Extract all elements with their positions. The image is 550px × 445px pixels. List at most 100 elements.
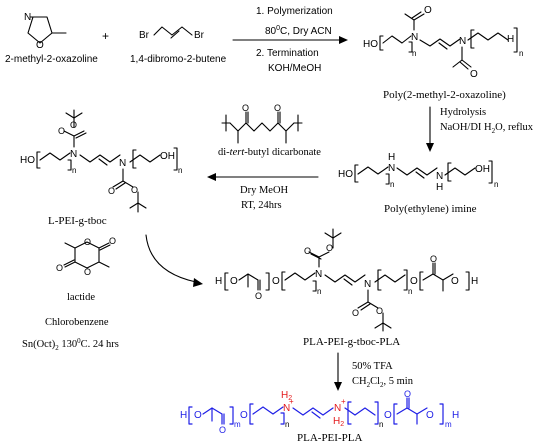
poly-oxazoline-o-top: O	[424, 5, 432, 16]
final-o-1: O	[194, 410, 202, 421]
lpei-oh: OH	[160, 151, 175, 162]
lpei-ho: HO	[20, 155, 35, 166]
step1-line3: 2. Termination	[256, 48, 319, 59]
lpei-sub-n-left: n	[72, 166, 76, 175]
pla-tboc-o-8: O	[410, 276, 418, 287]
curved-arrow	[145, 234, 197, 283]
dibromobutene-label: 1,4-dibromo-2-butene	[130, 54, 227, 65]
boc2o-o-1: O	[242, 103, 249, 113]
lactide-structure: O O O O	[56, 236, 116, 277]
final-sub-n-right: n	[379, 420, 383, 429]
pla-tboc-o-6: O	[352, 308, 359, 318]
pei-n-left: N	[388, 163, 395, 174]
lpei-o-4: O	[131, 185, 138, 195]
step4-line2: CH2Cl2, 5 min	[352, 376, 414, 389]
lactide-o-carbonyl-2: O	[56, 263, 63, 273]
dibromobutene-br-left: Br	[139, 30, 150, 41]
oxazoline-label: 2-methyl-2-oxazoline	[5, 54, 98, 65]
lpei-o-1: O	[58, 126, 65, 136]
poly-oxazoline-h: H	[507, 34, 514, 45]
poly-oxazoline-ho: HO	[363, 39, 378, 50]
dibromobutene-structure: Br Br	[139, 26, 205, 41]
lactide-catalyst: Sn(Oct)2 1300C. 24 hrs	[22, 337, 119, 352]
pla-tboc-structure: H O O O N n O O N O O	[215, 228, 478, 332]
pei-oh: OH	[475, 164, 490, 175]
lactide-o-ring-bottom: O	[84, 267, 91, 277]
step1-line4: KOH/MeOH	[268, 63, 321, 74]
lactide-o-ring-top: O	[84, 237, 91, 247]
final-h-right: H	[452, 410, 459, 421]
pei-ho: HO	[338, 169, 353, 180]
final-h-left: H	[180, 410, 187, 421]
lpei-tboc-label: L-PEI-g-tboc	[48, 215, 107, 227]
plus-sign: +	[102, 29, 109, 43]
final-n-left: N	[283, 403, 290, 414]
poly-oxazoline-n-right: N	[459, 36, 466, 47]
step1-line2: 800C, Dry ACN	[265, 25, 332, 37]
lpei-o-3: O	[108, 186, 115, 196]
lpei-tboc-structure: HO N n O O N O O OH n	[20, 109, 182, 213]
pla-tboc-o-4: O	[304, 246, 311, 256]
poly-oxazoline-o-bottom: O	[470, 69, 478, 80]
final-o-6: O	[426, 410, 434, 421]
final-o-5: O	[404, 389, 411, 399]
oxazoline-n-atom: N	[24, 12, 31, 23]
lactide-o-carbonyl-1: O	[109, 236, 116, 246]
poly-oxazoline-sub-n-left: n	[412, 49, 416, 58]
final-o-4: O	[384, 410, 392, 421]
pla-tboc-label: PLA-PEI-g-tboc-PLA	[303, 336, 400, 348]
final-o-2: O	[219, 425, 226, 435]
lactide-label: lactide	[67, 292, 95, 303]
poly-oxazoline-n-left: N	[411, 32, 418, 43]
pla-tboc-n-left: N	[315, 269, 322, 280]
pei-n-right: N	[436, 171, 443, 182]
step2-line1: Hydrolysis	[440, 107, 486, 118]
final-plus-left: +	[289, 397, 294, 406]
pla-tboc-o-1: O	[230, 276, 238, 287]
pei-label: Poly(ethylene) imine	[384, 203, 477, 215]
pla-tboc-sub-n-right: n	[408, 287, 412, 296]
pla-tboc-o-7: O	[376, 306, 383, 316]
final-plus-right: +	[341, 397, 346, 406]
pla-tboc-o-2: O	[255, 291, 262, 301]
boc2o-o-2: O	[274, 103, 281, 113]
final-h-ammonium-left: H2	[281, 390, 292, 402]
pei-h-right: H	[436, 182, 443, 193]
step1-line1: 1. Polymerization	[256, 6, 333, 17]
pei-structure: HO H N n N H OH n	[338, 152, 498, 193]
oxazoline-structure: N O	[24, 12, 67, 51]
poly-oxazoline-label: Poly(2-methyl-2-oxazoline)	[383, 89, 506, 101]
poly-oxazoline-sub-n-right: n	[519, 49, 523, 58]
final-h-ammonium-right: H2	[333, 416, 344, 428]
pla-tboc-o-5: O	[326, 243, 333, 253]
step2-line2: NaOH/DI H2O, reflux	[440, 122, 534, 135]
final-o-3: O	[240, 410, 248, 421]
lpei-n-right: N	[119, 158, 126, 169]
lactide-solvent: Chlorobenzene	[45, 317, 109, 328]
lpei-sub-n-right: n	[178, 166, 182, 175]
final-sub-m-right: m	[445, 420, 452, 429]
final-n-right: N	[334, 403, 341, 414]
pla-pei-pla-structure: H O O m O H2 N + n N + H2 n O O O	[180, 389, 459, 435]
pla-pei-pla-label: PLA-PEI-PLA	[297, 432, 362, 444]
pei-sub-n-right: n	[494, 180, 498, 189]
pei-h-left: H	[388, 152, 395, 163]
pla-tboc-o-3: O	[272, 276, 280, 287]
boc2o-structure: O O	[221, 103, 303, 144]
pla-tboc-o-10: O	[451, 276, 459, 287]
lpei-o-2: O	[70, 120, 77, 130]
pei-sub-n-left: n	[390, 180, 394, 189]
pla-tboc-h-right: H	[471, 276, 478, 287]
step3-line3: RT, 24hrs	[241, 200, 282, 211]
final-sub-n-left: n	[285, 420, 289, 429]
step3-reagent-label: di-tert-butyl dicarbonate	[218, 147, 321, 158]
step3-line2: Dry MeOH	[240, 185, 289, 196]
pla-tboc-sub-n-left: n	[317, 287, 321, 296]
dibromobutene-br-right: Br	[194, 30, 205, 41]
pla-tboc-n-right: N	[364, 279, 371, 290]
pla-tboc-o-9: O	[430, 254, 437, 264]
oxazoline-o-atom: O	[36, 40, 44, 51]
pla-tboc-h-left: H	[215, 276, 222, 287]
final-sub-m-left: m	[234, 420, 241, 429]
